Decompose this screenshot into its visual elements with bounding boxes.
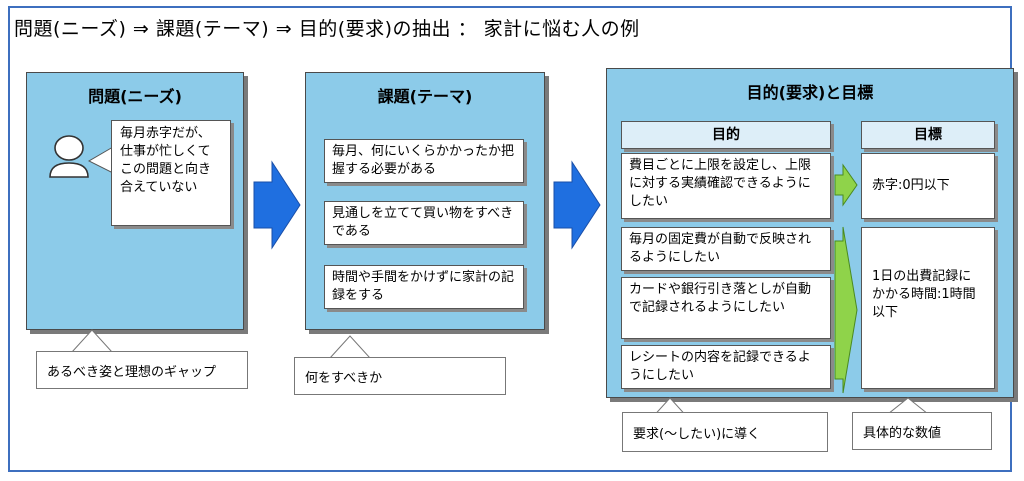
purpose-item: レシートの内容を記録できるようにしたい — [621, 345, 831, 389]
arrow-right-icon — [834, 226, 858, 394]
purpose-item: 毎月の固定費が自動で反映されるようにしたい — [621, 227, 831, 271]
problem-callout-tail — [70, 329, 114, 353]
goal-panel-title: 目的(要求)と目標 — [746, 83, 874, 102]
diagram-title: 問題(ニーズ) ⇒ 課題(テーマ) ⇒ 目的(要求)の抽出 ： 家計に悩む人の例 — [14, 18, 640, 40]
task-callout: 何をすべきか — [294, 357, 506, 395]
goal-panel: 目的(要求)と目標 目的 目標 費目ごとに上限を設定し、上限に対する実績確認でき… — [606, 68, 1014, 398]
task-item: 毎月、何にいくらかかったか把握する必要がある — [324, 139, 524, 183]
purpose-callout: 要求(〜したい)に導く — [622, 412, 828, 452]
problem-callout: あるべき姿と理想のギャップ — [36, 351, 248, 389]
problem-panel: 問題(ニーズ) 毎月赤字だが、仕事が忙しくてこの問題と向き合えていない — [26, 72, 244, 330]
problem-panel-title: 問題(ニーズ) — [88, 87, 182, 106]
task-panel: 課題(テーマ) 毎月、何にいくらかかったか把握する必要がある 見通しを立てて買い… — [305, 72, 545, 330]
problem-speech-bubble: 毎月赤字だが、仕事が忙しくてこの問題と向き合えていない — [111, 120, 231, 226]
task-item: 見通しを立てて買い物をすべきである — [324, 201, 524, 245]
target-item: 1日の出費記録にかかる時間:1時間以下 — [861, 227, 995, 389]
arrow-right-icon — [253, 160, 301, 250]
target-item: 赤字:0円以下 — [861, 153, 995, 219]
arrow-right-icon — [834, 163, 858, 207]
purpose-item: カードや銀行引き落としが自動で記録されるようにしたい — [621, 277, 831, 339]
purpose-item: 費目ごとに上限を設定し、上限に対する実績確認できるようにしたい — [621, 153, 831, 219]
task-callout-tail — [328, 335, 372, 359]
task-panel-title: 課題(テーマ) — [377, 87, 473, 106]
person-icon — [49, 135, 89, 178]
target-header: 目標 — [861, 121, 995, 149]
target-callout: 具体的な数値 — [852, 412, 992, 450]
purpose-header: 目的 — [621, 121, 831, 149]
speech-tail — [87, 146, 115, 174]
arrow-right-icon — [553, 160, 601, 250]
task-item: 時間や手間をかけずに家計の記録をする — [324, 265, 524, 309]
